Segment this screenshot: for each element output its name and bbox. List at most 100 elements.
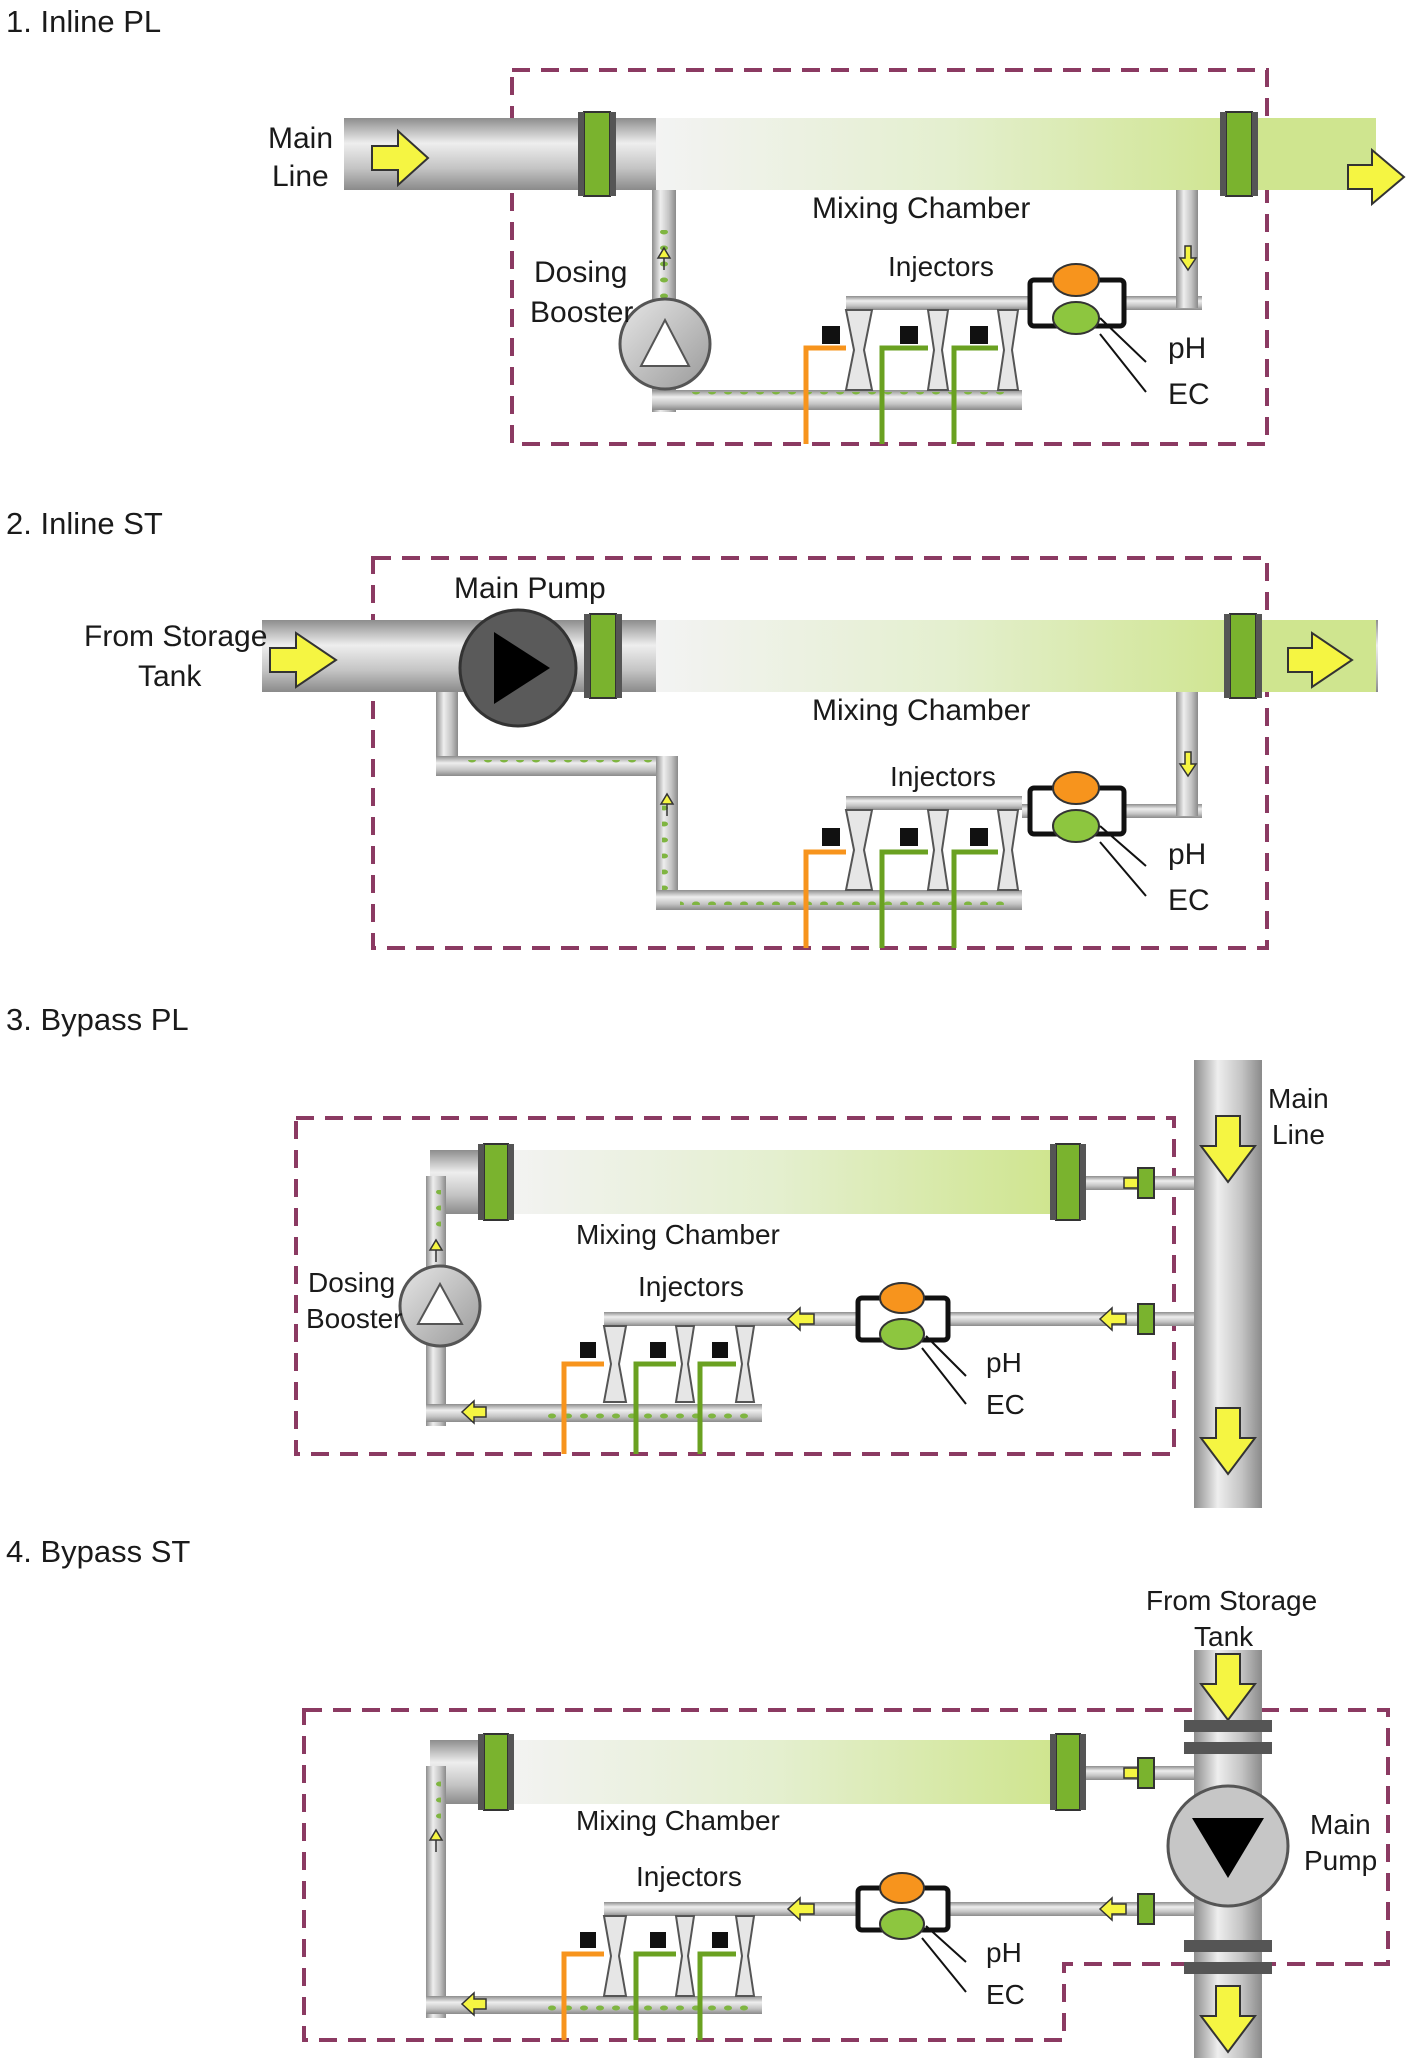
main-pump <box>1166 1784 1290 1908</box>
injector-venturi <box>844 809 874 891</box>
main-line-label: Main <box>1268 1083 1329 1114</box>
flange <box>584 613 622 699</box>
ph-ec-sensor-block <box>855 1872 967 1993</box>
ph-sensor-icon <box>1052 771 1100 805</box>
injector-venturi <box>926 809 950 891</box>
dosing-booster-label: Dosing <box>534 256 627 289</box>
nutrient-feed-line <box>879 849 928 948</box>
injector-venturi <box>926 309 950 391</box>
from-storage-label: Tank <box>138 660 202 693</box>
flow-arrow-icon <box>1199 1407 1257 1476</box>
nutrient-feed-line <box>697 1951 736 2040</box>
injector-venturi <box>996 809 1020 891</box>
dosed-flow <box>431 1780 441 1820</box>
ec-sensor-icon <box>879 1908 925 1940</box>
flange <box>1137 1893 1155 1925</box>
mixing-chamber-label: Mixing Chamber <box>812 694 1030 727</box>
dosed-flow <box>660 230 670 300</box>
flange <box>1224 613 1262 699</box>
dosing-unit-boundary <box>294 1116 1176 1456</box>
flange <box>578 111 616 197</box>
section-title: 3. Bypass PL <box>6 1002 189 1037</box>
flow-arrow-icon <box>371 128 430 188</box>
flow-arrow-icon <box>428 1238 444 1262</box>
acid-feed-line <box>561 1361 604 1454</box>
solenoid-valve-icon <box>970 828 988 846</box>
mixing-chamber-label: Mixing Chamber <box>576 1805 780 1836</box>
flow-arrow-icon <box>1199 1985 1257 2054</box>
nutrient-feed-line <box>697 1361 736 1454</box>
main-pump <box>458 608 578 728</box>
flange <box>478 1733 514 1811</box>
ec-sensor-icon <box>1052 301 1100 335</box>
flow-arrow-icon <box>786 1896 815 1922</box>
from-storage-label: From Storage <box>84 620 267 653</box>
flange <box>478 1143 514 1221</box>
solenoid-valve-icon <box>650 1342 666 1358</box>
injector-venturi <box>674 1915 696 1997</box>
main-line-label: Main <box>268 122 333 155</box>
ph-label: pH <box>986 1347 1022 1378</box>
injectors-label: Injectors <box>890 761 996 792</box>
ph-sensor-icon <box>1052 263 1100 297</box>
nutrient-feed-line <box>633 1361 676 1454</box>
nutrient-feed-line <box>879 345 928 444</box>
injectors-label: Injectors <box>888 251 994 282</box>
mixing-chamber <box>500 1150 1052 1214</box>
flow-arrow-icon <box>428 1828 444 1852</box>
pipe-union <box>1184 1940 1272 1974</box>
dosed-flow <box>690 392 1010 404</box>
ph-sensor-icon <box>879 1872 925 1904</box>
dosed-flow <box>462 760 662 772</box>
flange <box>1050 1733 1086 1811</box>
flow-arrow-icon <box>1199 1653 1257 1722</box>
dosed-flow <box>540 1999 756 2011</box>
flow-arrow-icon <box>460 1399 487 1425</box>
flow-arrow-icon <box>269 631 338 689</box>
injector-header-pipe <box>846 796 1022 810</box>
nutrient-feed-line <box>951 849 998 948</box>
dosing-booster-pump <box>618 297 712 391</box>
injector-venturi <box>734 1915 756 1997</box>
pump-play-icon <box>494 632 550 704</box>
solenoid-valve-icon <box>970 326 988 344</box>
dosing-unit-boundary <box>371 556 1269 950</box>
ec-sensor-icon <box>879 1318 925 1350</box>
acid-feed-line <box>803 849 846 948</box>
mixing-chamber <box>500 1740 1052 1804</box>
dosing-unit-boundary <box>510 68 1269 446</box>
injector-venturi <box>844 309 874 391</box>
solenoid-valve-icon <box>650 1932 666 1948</box>
flange <box>1220 111 1258 197</box>
flow-arrow-icon <box>1287 631 1354 689</box>
nutrient-feed-line <box>951 345 998 444</box>
flow-arrow-icon <box>1178 245 1198 272</box>
from-storage-label: Tank <box>1194 1621 1254 1652</box>
injector-header-pipe <box>846 296 1022 310</box>
ec-label: EC <box>1168 884 1210 917</box>
dosed-flow <box>680 893 1010 905</box>
flow-arrow-icon <box>1199 1115 1257 1184</box>
flow-arrow-icon <box>786 1306 815 1332</box>
main-line-label: Line <box>272 160 329 193</box>
dosed-flow <box>662 800 672 896</box>
ph-ec-sensor-block <box>1027 263 1147 393</box>
dosing-booster-pump <box>398 1264 482 1348</box>
mixing-chamber-label: Mixing Chamber <box>812 192 1030 225</box>
ph-label: pH <box>1168 838 1206 871</box>
solenoid-valve-icon <box>712 1932 728 1948</box>
main-pump-label: Main <box>1310 1809 1371 1840</box>
solenoid-valve-icon <box>580 1932 596 1948</box>
ec-label: EC <box>1168 378 1210 411</box>
injectors-label: Injectors <box>638 1271 744 1302</box>
flow-arrow-icon <box>1098 1896 1127 1922</box>
ph-label: pH <box>986 1937 1022 1968</box>
solenoid-valve-icon <box>712 1342 728 1358</box>
ph-ec-sensor-block <box>855 1282 967 1405</box>
flange <box>1137 1167 1155 1199</box>
acid-feed-line <box>561 1951 604 2040</box>
injector-venturi <box>734 1325 756 1403</box>
flow-arrow-icon <box>659 792 675 816</box>
dosing-booster-label: Dosing <box>308 1267 395 1298</box>
